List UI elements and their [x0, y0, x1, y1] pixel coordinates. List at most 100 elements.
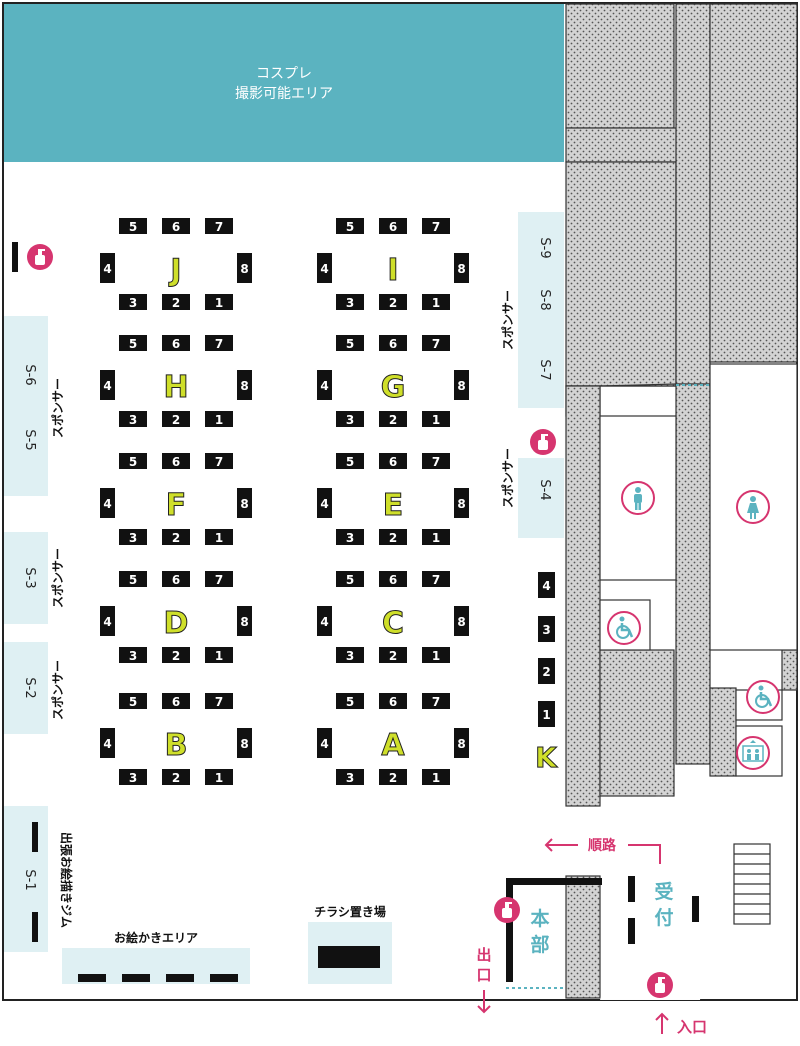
- seat-a-1[interactable]: [422, 769, 450, 785]
- seat-h-1[interactable]: [205, 411, 233, 427]
- seat-g-1[interactable]: [422, 411, 450, 427]
- booth-s9-code: S-9: [537, 237, 552, 258]
- seat-c-8[interactable]: [454, 606, 469, 636]
- wheelchair-icon: [746, 680, 780, 714]
- booth-s1: [4, 806, 48, 952]
- seat-h-7[interactable]: [205, 335, 233, 351]
- seat-d-7[interactable]: [205, 571, 233, 587]
- seat-g-5[interactable]: [336, 335, 364, 351]
- seat-b-6[interactable]: [162, 693, 190, 709]
- seat-number: 3: [346, 296, 354, 310]
- seat-number: 3: [129, 413, 137, 427]
- seat-i-1[interactable]: [422, 294, 450, 310]
- seat-f-5[interactable]: [119, 453, 147, 469]
- seat-h-8[interactable]: [237, 370, 252, 400]
- seat-k-2[interactable]: [538, 658, 555, 684]
- seat-i-2[interactable]: [379, 294, 407, 310]
- seat-f-8[interactable]: [237, 488, 252, 518]
- seat-c-1[interactable]: [422, 647, 450, 663]
- seat-e-7[interactable]: [422, 453, 450, 469]
- seat-k-3[interactable]: [538, 616, 555, 642]
- seat-e-2[interactable]: [379, 529, 407, 545]
- seat-k-1[interactable]: [538, 701, 555, 727]
- seat-f-4[interactable]: [100, 488, 115, 518]
- seat-g-2[interactable]: [379, 411, 407, 427]
- seat-h-5[interactable]: [119, 335, 147, 351]
- seat-a-4[interactable]: [317, 728, 332, 758]
- seat-c-5[interactable]: [336, 571, 364, 587]
- seat-c-4[interactable]: [317, 606, 332, 636]
- seat-e-8[interactable]: [454, 488, 469, 518]
- seat-d-2[interactable]: [162, 647, 190, 663]
- seat-c-7[interactable]: [422, 571, 450, 587]
- seat-f-1[interactable]: [205, 529, 233, 545]
- seat-f-7[interactable]: [205, 453, 233, 469]
- seat-g-7[interactable]: [422, 335, 450, 351]
- seat-d-6[interactable]: [162, 571, 190, 587]
- seat-a-6[interactable]: [379, 693, 407, 709]
- seat-i-5[interactable]: [336, 218, 364, 234]
- seat-c-2[interactable]: [379, 647, 407, 663]
- seat-j-2[interactable]: [162, 294, 190, 310]
- seat-f-3[interactable]: [119, 529, 147, 545]
- seat-c-3[interactable]: [336, 647, 364, 663]
- seat-e-1[interactable]: [422, 529, 450, 545]
- seat-g-4[interactable]: [317, 370, 332, 400]
- seat-e-4[interactable]: [317, 488, 332, 518]
- sponsor-label-s9-s7: スポンサー: [500, 290, 515, 350]
- seat-g-3[interactable]: [336, 411, 364, 427]
- seat-j-3[interactable]: [119, 294, 147, 310]
- seat-k-4[interactable]: [538, 572, 555, 598]
- seat-j-4[interactable]: [100, 253, 115, 283]
- seat-i-3[interactable]: [336, 294, 364, 310]
- seat-b-5[interactable]: [119, 693, 147, 709]
- seat-c-6[interactable]: [379, 571, 407, 587]
- sponsor-label-s3: スポンサー: [50, 548, 65, 608]
- seat-e-3[interactable]: [336, 529, 364, 545]
- seat-b-1[interactable]: [205, 769, 233, 785]
- seat-a-8[interactable]: [454, 728, 469, 758]
- seat-h-4[interactable]: [100, 370, 115, 400]
- seat-b-7[interactable]: [205, 693, 233, 709]
- seat-i-4[interactable]: [317, 253, 332, 283]
- seat-a-3[interactable]: [336, 769, 364, 785]
- seat-h-6[interactable]: [162, 335, 190, 351]
- seat-number: 7: [215, 695, 223, 709]
- seat-j-5[interactable]: [119, 218, 147, 234]
- seat-g-6[interactable]: [379, 335, 407, 351]
- seat-d-8[interactable]: [237, 606, 252, 636]
- seat-a-7[interactable]: [422, 693, 450, 709]
- seat-e-6[interactable]: [379, 453, 407, 469]
- seat-a-2[interactable]: [379, 769, 407, 785]
- seat-b-8[interactable]: [237, 728, 252, 758]
- seat-d-3[interactable]: [119, 647, 147, 663]
- seat-d-5[interactable]: [119, 571, 147, 587]
- seat-h-3[interactable]: [119, 411, 147, 427]
- seat-i-7[interactable]: [422, 218, 450, 234]
- seat-j-7[interactable]: [205, 218, 233, 234]
- seat-f-6[interactable]: [162, 453, 190, 469]
- seat-i-6[interactable]: [379, 218, 407, 234]
- seat-j-6[interactable]: [162, 218, 190, 234]
- seat-number: 4: [103, 497, 111, 511]
- table-letter-e: E: [383, 488, 404, 523]
- seat-i-8[interactable]: [454, 253, 469, 283]
- seat-h-2[interactable]: [162, 411, 190, 427]
- booth-s2: [4, 642, 48, 734]
- seat-a-5[interactable]: [336, 693, 364, 709]
- seat-number: 7: [432, 337, 440, 351]
- seat-d-1[interactable]: [205, 647, 233, 663]
- seat-b-3[interactable]: [119, 769, 147, 785]
- seat-j-1[interactable]: [205, 294, 233, 310]
- seat-g-8[interactable]: [454, 370, 469, 400]
- seat-j-8[interactable]: [237, 253, 252, 283]
- seat-e-5[interactable]: [336, 453, 364, 469]
- seat-b-4[interactable]: [100, 728, 115, 758]
- seat-b-2[interactable]: [162, 769, 190, 785]
- seat-number: 5: [129, 455, 137, 469]
- seat-d-4[interactable]: [100, 606, 115, 636]
- seat-f-2[interactable]: [162, 529, 190, 545]
